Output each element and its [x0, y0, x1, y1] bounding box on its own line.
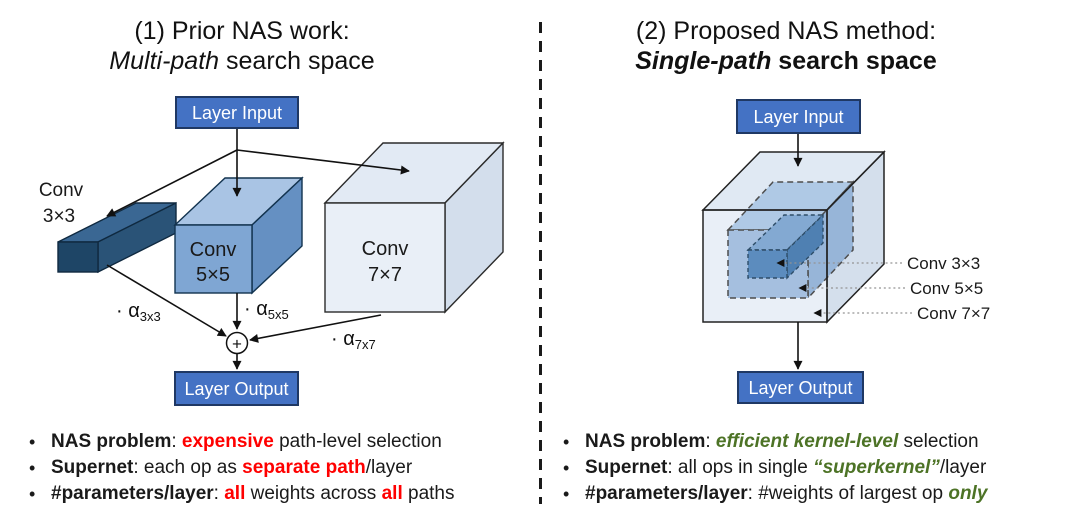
text-segment-red: all: [224, 483, 246, 504]
text-segment-red: all: [381, 483, 403, 504]
right-panel-title: (2) Proposed NAS method: Single-path sea…: [546, 16, 1026, 76]
bullet-nas-problem-left: NAS problem: expensive path-level select…: [26, 429, 538, 455]
text-segment-lead: Supernet: [585, 457, 668, 478]
conv7x7-block: [323, 141, 505, 314]
kernel-leader-lines: [776, 259, 912, 317]
right-title-italic: Single-path: [635, 47, 772, 75]
text-segment-lead: NAS problem: [51, 431, 172, 452]
text-segment-plain: /layer: [939, 457, 987, 478]
layer-output-label-right: Layer Output: [748, 378, 852, 398]
conv3x3-block: [57, 201, 177, 274]
conv7x7-label-line1: Conv: [362, 238, 409, 260]
text-segment-plain: : all ops in single: [667, 457, 814, 478]
text-segment-plain: weights across: [245, 483, 382, 504]
conv3x3-label-line2: 3×3: [43, 206, 75, 227]
left-title-italic: Multi-path: [109, 47, 220, 75]
text-segment-plain: paths: [402, 483, 455, 504]
singlepath-diagram: Conv 3×3 Conv 5×5 Conv 7×7 Layer Input L…: [701, 99, 990, 404]
right-title-line2: Single-path search space: [546, 46, 1026, 76]
kernel-3x3-dashed-cube: [746, 213, 825, 280]
left-title-rest: search space: [219, 47, 375, 75]
text-segment-lead: #parameters/layer: [51, 483, 214, 504]
text-segment-plain: :: [171, 431, 182, 452]
left-panel-title: (1) Prior NAS work: Multi-path search sp…: [0, 16, 484, 76]
input-branch-arrows: [106, 128, 410, 217]
layer-input-label-right: Layer Input: [753, 107, 843, 127]
text-segment-lead: #parameters/layer: [585, 483, 748, 504]
left-bullet-list: NAS problem: expensive path-level select…: [26, 429, 538, 507]
alpha-5x5-weight: · α5x5: [244, 298, 289, 322]
conv5x5-block: [173, 176, 304, 295]
kernel-label-5x5: Conv 5×5: [910, 279, 983, 298]
multipath-diagram: Conv 3×3 Conv 5×5 Conv 7×7: [39, 96, 505, 406]
text-segment-plain: : #weights of largest op: [747, 483, 949, 504]
layer-input-label-left: Layer Input: [192, 103, 282, 123]
layer-input-node-left: Layer Input: [175, 96, 299, 129]
conv7x7-label-line2: 7×7: [368, 264, 402, 286]
text-segment-plain: :: [213, 483, 225, 504]
bullet-supernet-left: Supernet: each op as separate path/layer: [26, 455, 538, 481]
left-title-line2: Multi-path search space: [0, 46, 484, 76]
layer-output-node-left: Layer Output: [174, 371, 299, 406]
text-segment-lead: Supernet: [51, 457, 134, 478]
text-segment-red: expensive: [181, 431, 274, 452]
weighted-sum-arrows: [106, 264, 382, 343]
right-title-line1: (2) Proposed NAS method:: [635, 17, 937, 45]
conv3x3-label-line1: Conv: [39, 180, 84, 201]
text-segment-green: only: [948, 483, 988, 504]
text-segment-plain: :: [705, 431, 716, 452]
conv5x5-label-line2: 5×5: [196, 264, 230, 286]
conv5x5-label-line1: Conv: [190, 239, 237, 261]
text-segment-green: efficient kernel-level: [715, 431, 899, 452]
layer-output-node-right: Layer Output: [737, 371, 864, 404]
alpha-7x7-weight: · α7x7: [331, 328, 376, 352]
sum-node: +: [225, 331, 249, 355]
text-segment-lead: NAS problem: [585, 431, 706, 452]
text-segment-plain: path-level selection: [273, 431, 442, 452]
kernel-label-7x7: Conv 7×7: [917, 304, 990, 323]
text-segment-plain: : each op as: [133, 457, 243, 478]
bullet-parameters-left: #parameters/layer: all weights across al…: [26, 481, 538, 507]
bullet-supernet-right: Supernet: all ops in single “superkernel…: [560, 455, 1072, 481]
layer-input-node-right: Layer Input: [736, 99, 861, 134]
alpha-3x3-weight: · α3x3: [116, 300, 161, 324]
bullet-parameters-right: #parameters/layer: #weights of largest o…: [560, 481, 1072, 507]
text-segment-green: “superkernel”: [813, 457, 940, 478]
bullet-nas-problem-right: NAS problem: efficient kernel-level sele…: [560, 429, 1072, 455]
panel-divider-dashed-line: [539, 22, 542, 504]
text-segment-plain: /layer: [365, 457, 413, 478]
left-title-line1: (1) Prior NAS work:: [134, 17, 350, 45]
text-segment-plain: selection: [898, 431, 979, 452]
layer-output-label-left: Layer Output: [184, 379, 288, 399]
right-title-rest: search space: [771, 47, 937, 75]
text-segment-red: separate path: [242, 457, 366, 478]
superkernel-cube-edges: [701, 150, 886, 324]
sum-symbol: +: [232, 335, 242, 354]
right-bullet-list: NAS problem: efficient kernel-level sele…: [560, 429, 1072, 507]
kernel-label-3x3: Conv 3×3: [907, 254, 980, 273]
